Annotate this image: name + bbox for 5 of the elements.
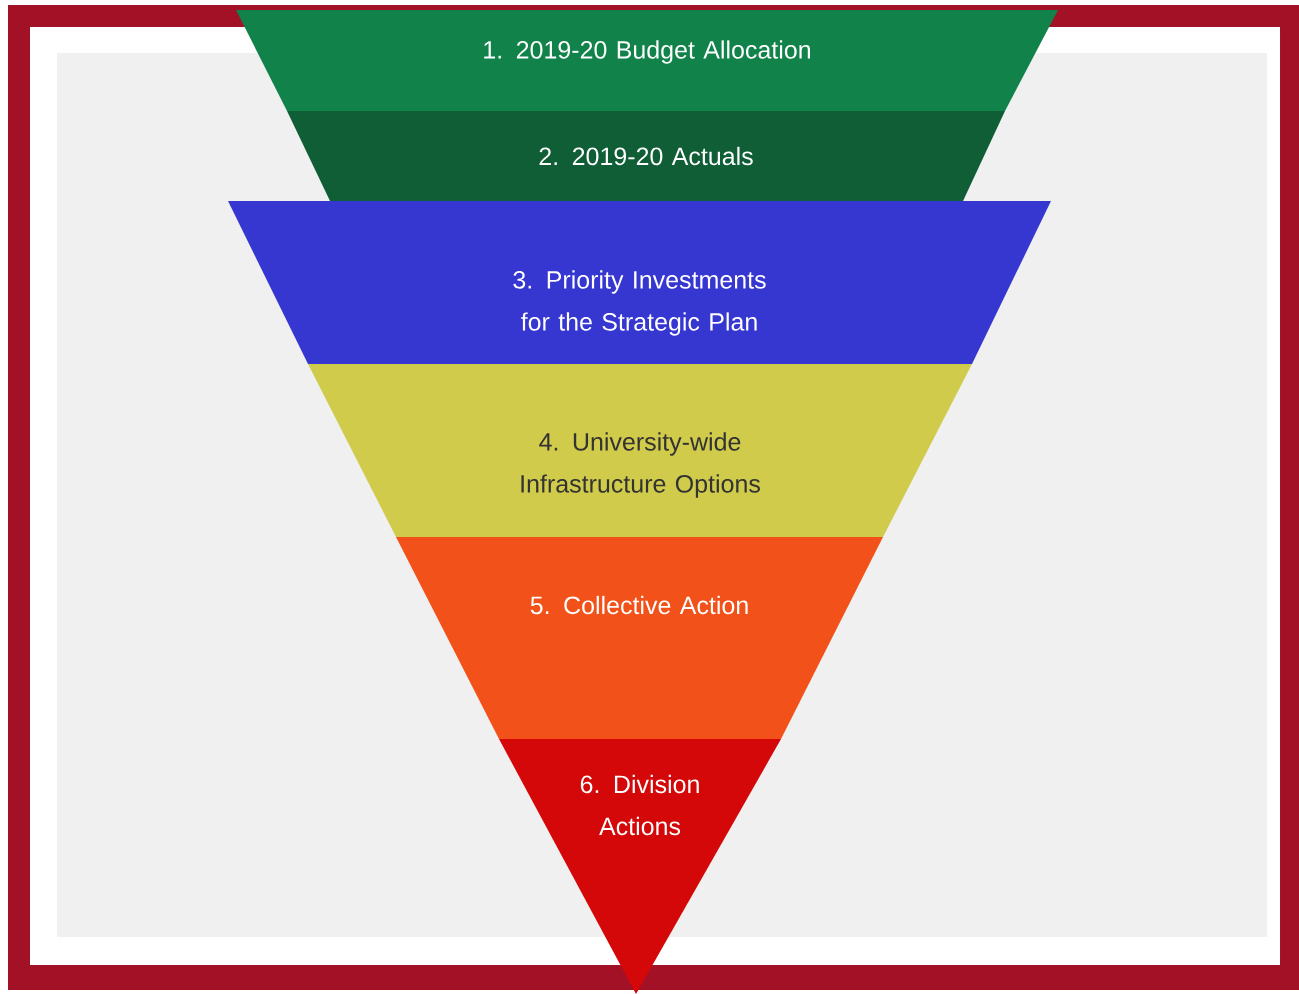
funnel-band: 2. 2019-20 Actuals: [287, 111, 1005, 201]
funnel-band: 4. University-wide Infrastructure Options: [308, 364, 972, 537]
funnel-band: 6. Division Actions: [499, 739, 781, 994]
funnel-band: 5. Collective Action: [396, 537, 883, 739]
funnel-band: 1. 2019-20 Budget Allocation: [236, 10, 1058, 111]
